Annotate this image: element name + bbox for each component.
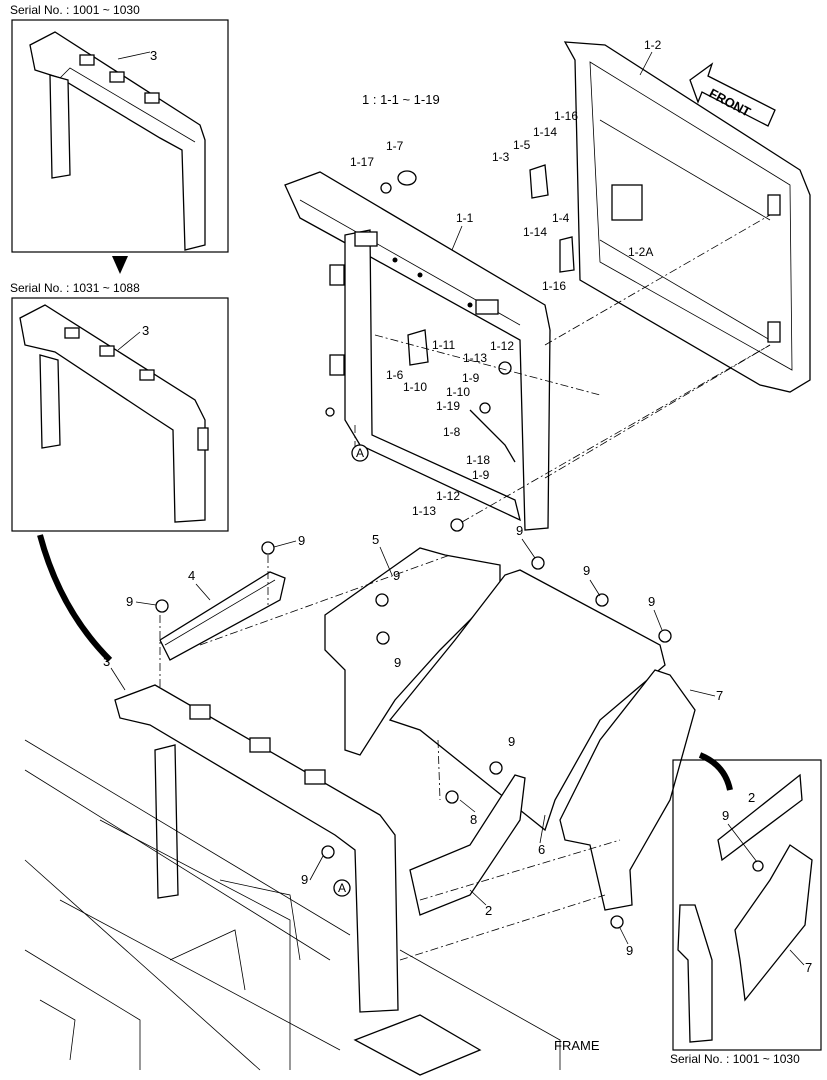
bracket-1-6 <box>407 329 429 366</box>
part-label-9-j: 9 <box>626 943 633 958</box>
part-label-1-11: 1-11 <box>432 338 455 352</box>
assembly-note: 1 : 1-1 ~ 1-19 <box>362 92 440 107</box>
bracket-1-3 <box>529 164 549 199</box>
part-label-6: 6 <box>538 842 545 857</box>
panel-5 <box>324 547 501 756</box>
callout-A-lower <box>333 879 351 897</box>
machine-frame <box>24 739 561 1076</box>
curved-leader-right <box>698 752 733 791</box>
down-arrow-icon <box>112 256 128 274</box>
bolts-9 <box>155 541 672 929</box>
part-label-9-g: 9 <box>394 655 401 670</box>
part-label-9-a: 9 <box>298 533 305 548</box>
part-label-9-i: 9 <box>301 872 308 887</box>
part-label-2: 2 <box>485 903 492 918</box>
part-label-1-10a: 1-10 <box>403 380 427 394</box>
bracket-3-mid <box>19 304 206 523</box>
bolt-1-7 <box>397 170 417 186</box>
part-label-1-5: 1-5 <box>513 138 531 152</box>
part-label-1-2: 1-2 <box>644 38 662 52</box>
part-label-1-13a: 1-13 <box>463 351 487 365</box>
serial-label-bottom-right: Serial No. : 1001 ~ 1030 <box>670 1052 800 1066</box>
part-label-1-13b: 1-13 <box>412 504 436 518</box>
part-label-1-16a: 1-16 <box>554 109 578 123</box>
part-label-1-10b: 1-10 <box>446 385 470 399</box>
guard-frame-1-1 <box>284 171 551 531</box>
part-label-1-9a: 1-9 <box>462 371 480 385</box>
part-label-1-18: 1-18 <box>466 453 490 467</box>
svg-text:A: A <box>356 446 364 460</box>
inset-box-bottom <box>672 759 822 1051</box>
bracket-3-main-leg <box>154 744 179 899</box>
washer-1-19 <box>479 402 491 414</box>
front-arrow-icon <box>689 62 776 127</box>
inset-serial-1001-1030: Serial No. : 1001 ~ 1030 3 <box>10 3 229 253</box>
part-label-3-main: 3 <box>103 654 110 669</box>
inset-box-top <box>11 19 229 253</box>
part-label-7-inset: 7 <box>805 960 812 975</box>
part-label-1-2A: 1-2A <box>628 245 653 259</box>
serial-label-mid-left: Serial No. : 1031 ~ 1088 <box>10 281 140 295</box>
part-label-1-19: 1-19 <box>436 399 460 413</box>
part-label-9-inset: 9 <box>722 808 729 823</box>
bracket-2 <box>409 774 526 916</box>
part-label-1-12a: 1-12 <box>490 339 514 353</box>
serial-label-top-left: Serial No. : 1001 ~ 1030 <box>10 3 140 17</box>
part-label-3-mid: 3 <box>142 323 149 338</box>
frame-label: FRAME <box>554 1038 600 1053</box>
grille-door-1-2 <box>563 41 811 393</box>
washer-1-17 <box>380 182 392 194</box>
part-label-1-7: 1-7 <box>386 139 404 153</box>
latch-1-2A <box>611 184 643 221</box>
bracket-3-mid-leg <box>39 354 61 449</box>
part-label-1-8: 1-8 <box>443 425 461 439</box>
part-label-1-1: 1-1 <box>456 211 474 225</box>
part-label-1-9b: 1-9 <box>472 468 490 482</box>
inset-serial-1001-1030-bottom: 2 9 7 Serial No. : 1001 ~ 1030 <box>670 759 822 1066</box>
panel-7 <box>559 669 696 911</box>
bracket-4 <box>159 571 286 661</box>
part-label-2-inset: 2 <box>748 790 755 805</box>
part-label-3-top: 3 <box>150 48 157 63</box>
part-label-1-6: 1-6 <box>386 368 404 382</box>
part-label-1-16b: 1-16 <box>542 279 566 293</box>
part-label-4: 4 <box>188 568 195 583</box>
part-label-1-14a: 1-14 <box>533 125 557 139</box>
curved-leader-left <box>37 534 113 663</box>
callout-A-top <box>351 444 369 462</box>
part-label-1-4: 1-4 <box>552 211 570 225</box>
part-label-1-14b: 1-14 <box>523 225 547 239</box>
inset-serial-1031-1088: Serial No. : 1031 ~ 1088 3 <box>10 281 229 532</box>
part-label-9-f: 9 <box>648 594 655 609</box>
svg-text:A: A <box>338 881 346 895</box>
part-label-1-12b: 1-12 <box>436 489 460 503</box>
washer-1-12a <box>498 361 512 375</box>
rod-1-8 <box>469 409 516 463</box>
part-label-9-c: 9 <box>393 568 400 583</box>
part-label-1-17: 1-17 <box>350 155 374 169</box>
bracket-3-top-leg <box>49 74 71 179</box>
part-label-9-d: 9 <box>583 563 590 578</box>
part-labels: 1-2 1-16 1-14 1-5 1-3 1-7 1-17 1-1 1-4 1… <box>103 38 723 958</box>
washer-1-12b <box>450 518 464 532</box>
part-label-9-b: 9 <box>516 523 523 538</box>
bracket-1-4 <box>559 236 575 273</box>
part-label-5: 5 <box>372 532 379 547</box>
part-label-8: 8 <box>470 812 477 827</box>
part-label-7: 7 <box>716 688 723 703</box>
part-label-9-h: 9 <box>508 734 515 749</box>
part-label-1-3: 1-3 <box>492 150 510 164</box>
inset-box-mid <box>11 297 229 532</box>
part-label-9-e: 9 <box>126 594 133 609</box>
